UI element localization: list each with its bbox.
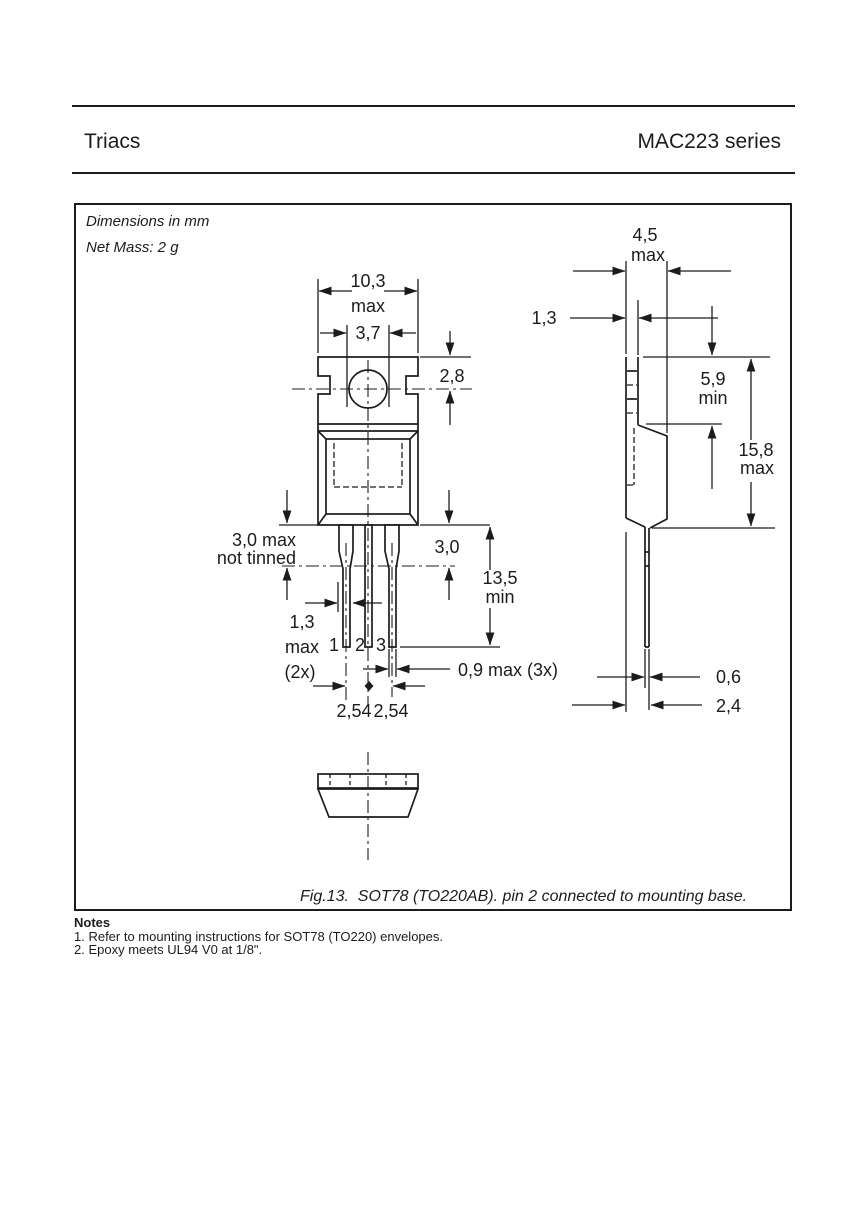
page-header-right: MAC223 series xyxy=(637,130,781,153)
dim-lead-length: 13,5 xyxy=(482,568,517,588)
dim-pitch-2: 2,54 xyxy=(373,701,408,721)
dim-overall-height: 15,8 xyxy=(738,440,773,460)
dim-body-width-qual: max xyxy=(351,296,385,316)
dim-overall-height-qual: max xyxy=(740,458,774,478)
dim-tab-thickness: 1,3 xyxy=(531,308,556,328)
figure-frame xyxy=(74,203,792,911)
front-view-dimensions: 10,3 max 3,7 2,8 3,0 max not tinned 3,0 xyxy=(217,271,558,721)
note-item-1: 1. Refer to mounting instructions for SO… xyxy=(74,928,443,944)
dim-lead-width-lower: 0,9 max (3x) xyxy=(458,660,558,680)
dim-tab-height: 5,9 xyxy=(700,369,725,389)
figure-caption: Fig.13. SOT78 (TO220AB). pin 2 connected… xyxy=(300,888,748,905)
header-bottom-rule xyxy=(72,172,795,174)
dim-lead-width-upper-count: (2x) xyxy=(285,662,316,682)
pin-label-2: 2 xyxy=(355,635,365,655)
pin-label-3: 3 xyxy=(376,635,386,655)
bottom-view-drawing xyxy=(316,752,420,860)
dim-tab-height-qual: min xyxy=(698,388,727,408)
dim-hole-diameter: 3,7 xyxy=(355,323,380,343)
dim-lead-length-qual: min xyxy=(485,587,514,607)
dim-body-depth-qual: max xyxy=(631,245,665,265)
dim-pitch-1: 2,54 xyxy=(336,701,371,721)
page-header-left: Triacs xyxy=(84,130,141,153)
dim-lead-offset: 2,4 xyxy=(716,696,741,716)
side-view-dimensions: 4,5 max 1,3 5,9 min 15,8 max 0,6 xyxy=(531,225,775,716)
pin-label-1: 1 xyxy=(329,635,339,655)
note-item-2: 2. Epoxy meets UL94 V0 at 1/8". xyxy=(74,942,263,957)
dim-not-tinned-line2: not tinned xyxy=(217,548,296,568)
dim-lead-thickness: 0,6 xyxy=(716,667,741,687)
dim-body-width: 10,3 xyxy=(350,271,385,291)
dim-not-tinned-line1: 3,0 max xyxy=(232,530,296,550)
dim-lead-top-length: 3,0 xyxy=(434,537,459,557)
notes-title: Notes xyxy=(74,915,111,930)
notes-section: Notes 1. Refer to mounting instructions … xyxy=(74,916,443,957)
dim-lead-width-upper-qual: max xyxy=(285,637,319,657)
dim-lead-width-upper: 1,3 xyxy=(289,612,314,632)
net-mass-note: Net Mass: 2 g xyxy=(86,239,179,256)
header-top-rule xyxy=(72,105,795,107)
side-view-drawing xyxy=(625,357,668,648)
dim-hole-offset: 2,8 xyxy=(439,366,464,386)
pitch-center-marker xyxy=(364,681,374,691)
front-view-drawing xyxy=(282,356,472,705)
dim-body-depth: 4,5 xyxy=(632,225,657,245)
dimensions-note: Dimensions in mm xyxy=(86,213,210,230)
